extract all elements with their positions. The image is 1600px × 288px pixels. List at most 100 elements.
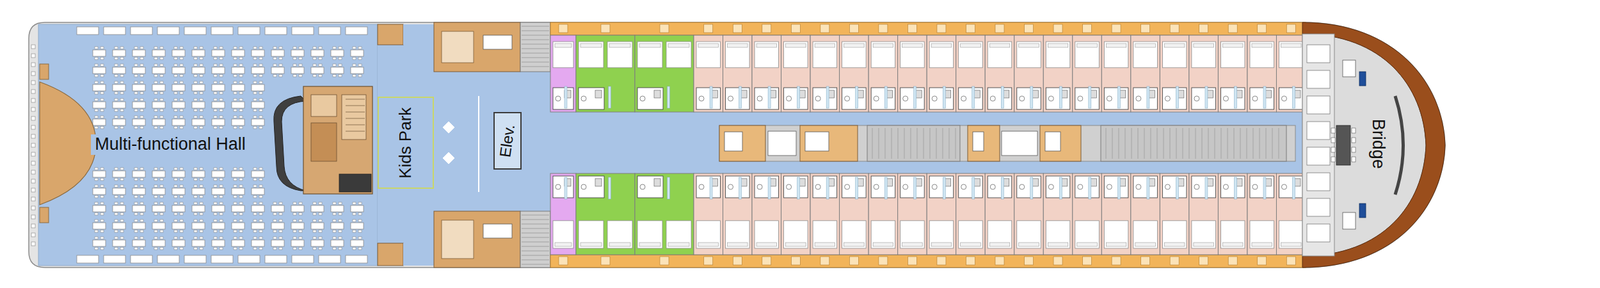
balcony-door	[791, 256, 800, 265]
chair	[199, 92, 203, 95]
chair	[114, 98, 118, 102]
bed	[1075, 41, 1100, 68]
cabin-room	[752, 173, 782, 255]
bar-room	[303, 86, 373, 194]
cabin-room	[1130, 35, 1161, 112]
cabin	[1247, 173, 1277, 265]
table	[251, 222, 265, 230]
bathroom	[812, 87, 838, 110]
chair	[239, 230, 243, 233]
table	[192, 188, 205, 195]
pillow	[727, 43, 749, 48]
chair	[293, 74, 297, 78]
table	[172, 205, 185, 212]
toilet	[1136, 184, 1142, 190]
glass-panel	[1030, 86, 1033, 109]
chair	[193, 64, 198, 67]
pillow	[1018, 43, 1040, 48]
table	[172, 170, 185, 178]
banquette-seat	[184, 255, 207, 264]
cabin	[984, 173, 1015, 265]
chair	[213, 46, 217, 50]
chair	[298, 46, 303, 50]
table	[92, 101, 106, 109]
balcony-door	[936, 24, 946, 33]
table	[311, 240, 324, 247]
pillow	[727, 242, 749, 247]
chair	[100, 236, 104, 240]
banquette-seat	[184, 26, 207, 35]
railing-post	[31, 197, 36, 201]
chair	[193, 202, 198, 205]
chair	[332, 247, 336, 251]
toilet	[698, 96, 704, 102]
table	[152, 205, 166, 212]
lobby-divider	[478, 96, 480, 192]
deck-drawing	[28, 22, 1446, 268]
cabin	[1014, 173, 1044, 265]
chair	[100, 184, 104, 188]
chair	[134, 213, 138, 216]
cabin	[1189, 24, 1219, 112]
stair-tread	[1163, 128, 1165, 159]
chair	[233, 202, 237, 205]
chair	[233, 74, 237, 78]
chair	[174, 81, 178, 84]
chair	[120, 213, 124, 216]
table	[211, 101, 225, 109]
chair	[140, 178, 144, 182]
chair	[259, 126, 263, 130]
chair	[140, 219, 144, 223]
cabin	[752, 24, 782, 112]
stair-tread	[521, 66, 550, 68]
chair	[219, 126, 223, 130]
table	[92, 170, 106, 178]
railing-post	[31, 143, 36, 148]
bathroom	[1104, 87, 1129, 110]
cabin-room	[1276, 173, 1306, 255]
chair	[253, 213, 257, 216]
railing-post	[31, 152, 36, 157]
pillow	[785, 242, 807, 247]
toilet	[728, 184, 734, 190]
chair	[160, 115, 164, 119]
chair	[233, 167, 237, 171]
table	[271, 205, 285, 212]
table	[291, 222, 304, 230]
glass-panel	[1292, 177, 1296, 200]
chair	[293, 202, 297, 205]
banquette-seat	[130, 26, 153, 35]
hall-floor	[38, 24, 378, 266]
chair	[114, 74, 118, 78]
balcony-door	[1082, 24, 1092, 33]
chair	[134, 115, 138, 119]
chair	[298, 247, 303, 251]
bed	[842, 220, 867, 249]
toilet	[990, 184, 996, 190]
glass-panel	[1205, 86, 1208, 109]
table	[271, 67, 285, 74]
chair	[199, 219, 203, 223]
chair	[233, 178, 237, 182]
chair	[134, 64, 138, 67]
glass-panel	[826, 86, 829, 109]
bathroom	[842, 87, 867, 110]
table	[330, 67, 344, 74]
balcony-door	[820, 24, 830, 33]
chair	[338, 46, 342, 50]
pillow	[931, 242, 952, 247]
chair	[233, 184, 237, 188]
chair	[114, 109, 118, 112]
bathroom	[1220, 176, 1245, 198]
cabin	[1101, 24, 1131, 112]
cabin-room	[781, 173, 811, 255]
banquette-seat	[211, 26, 233, 35]
table	[132, 170, 146, 178]
cabin	[1217, 173, 1248, 265]
bathroom	[1191, 87, 1216, 110]
chair	[154, 219, 158, 223]
pillow	[1135, 43, 1156, 48]
bathroom	[784, 176, 809, 198]
stair-tread	[1150, 128, 1152, 159]
chair	[140, 74, 144, 78]
